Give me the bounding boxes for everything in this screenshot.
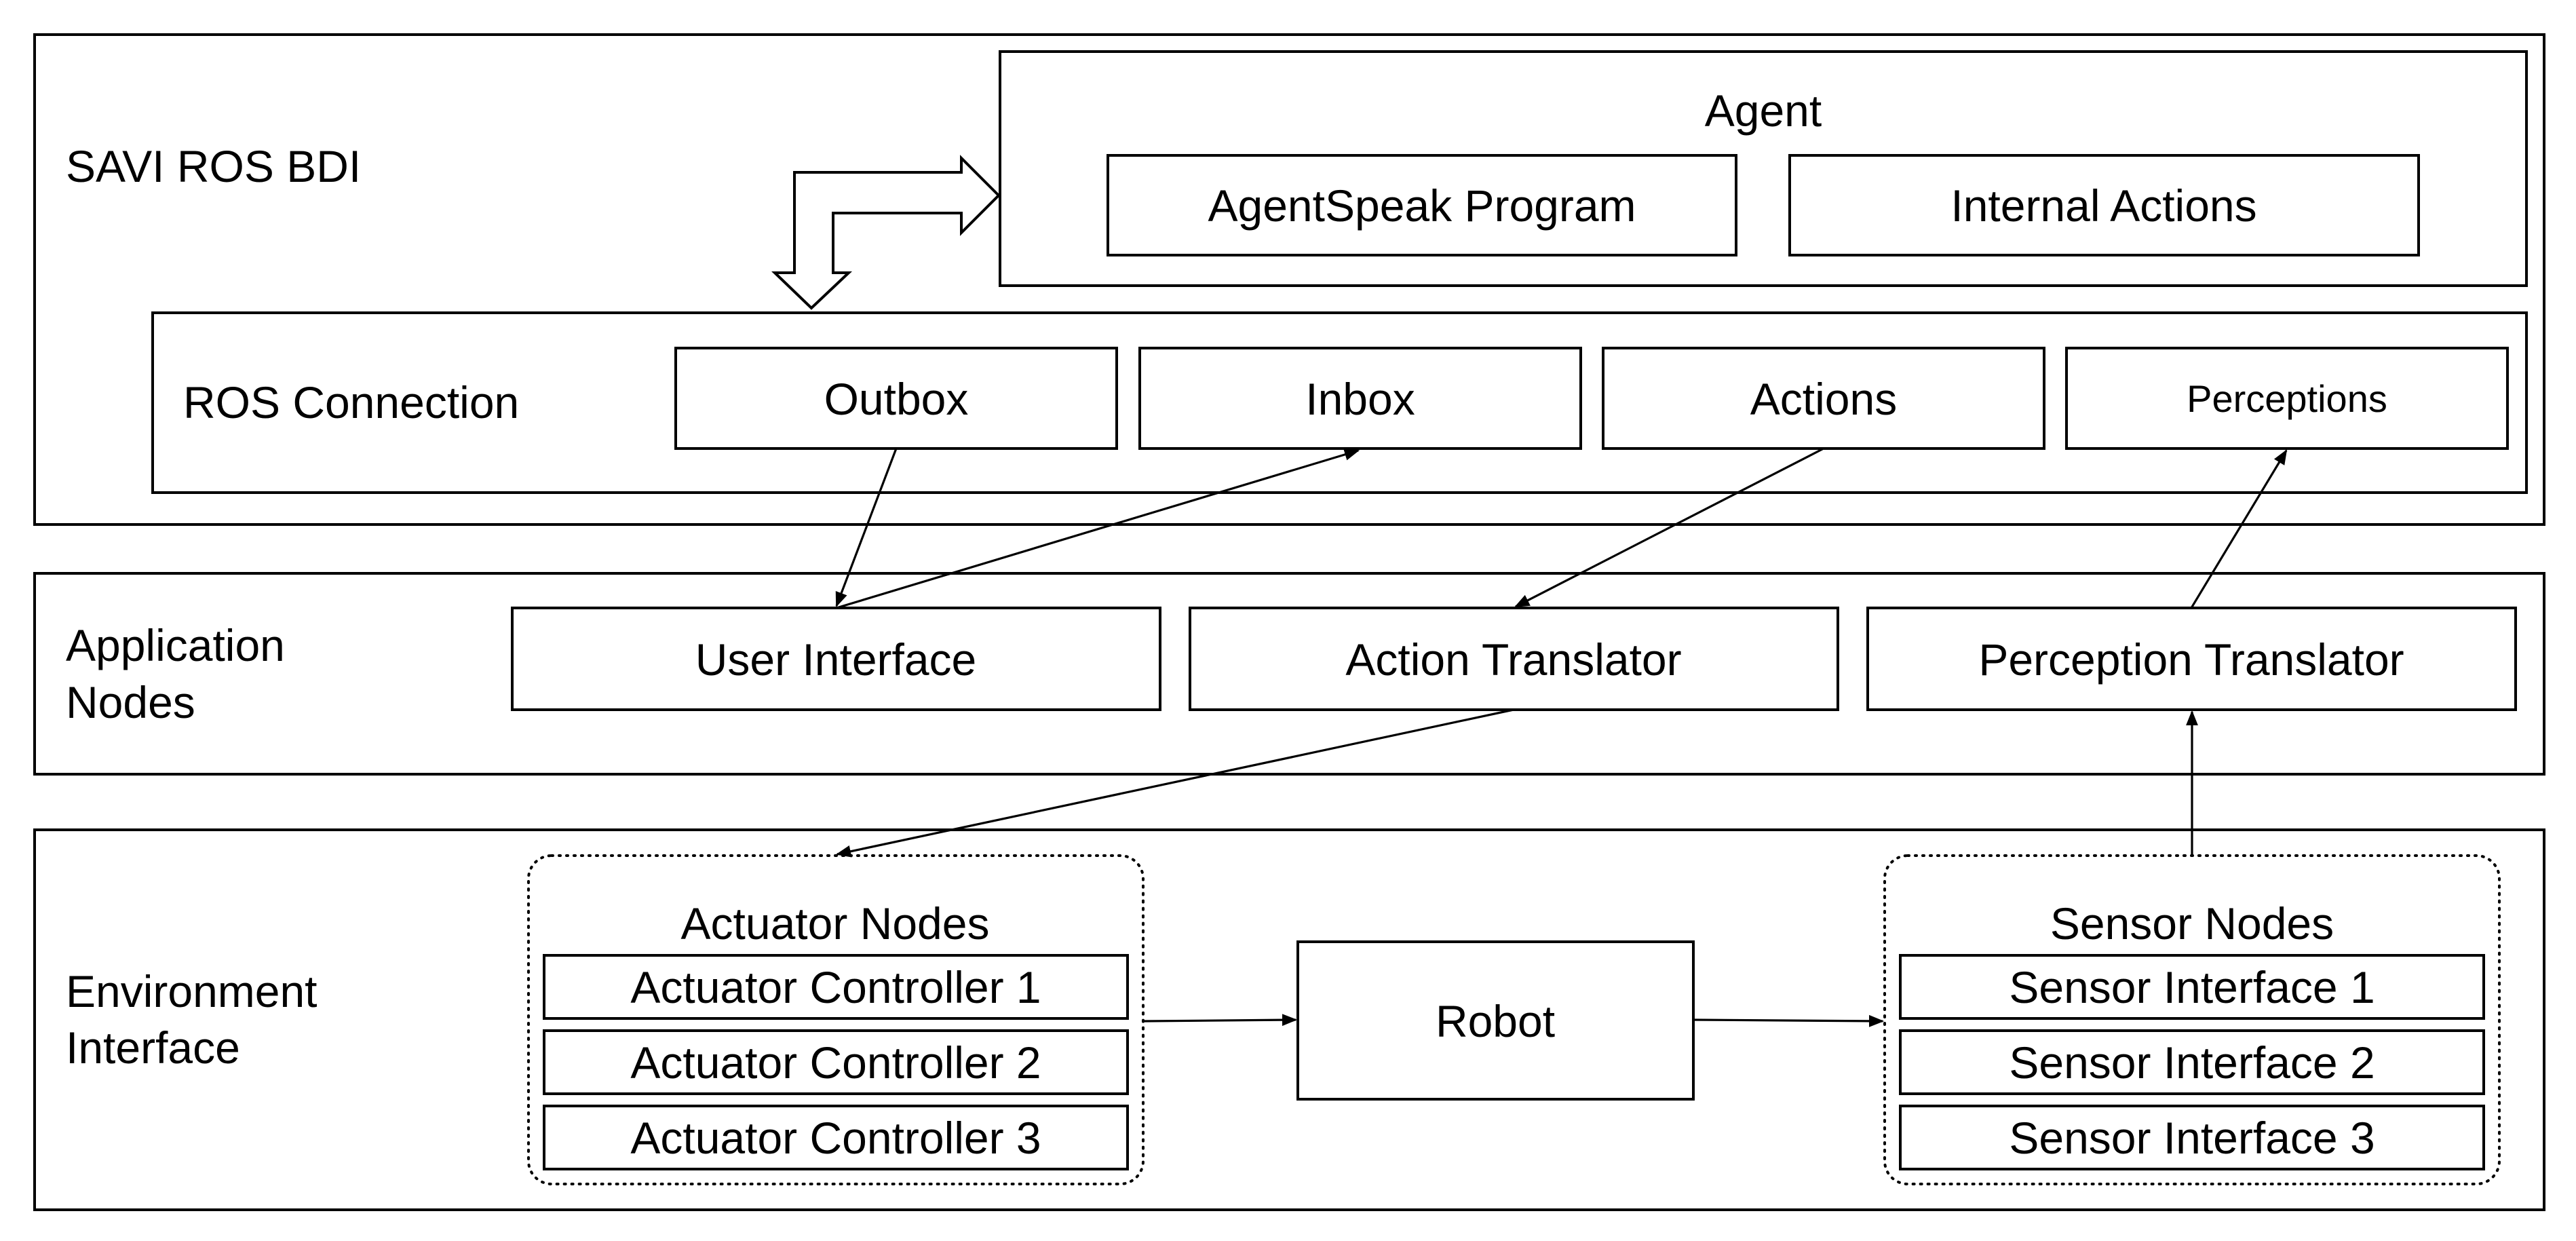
robot-box — [1296, 940, 1695, 1101]
action-translator-box — [1189, 607, 1839, 711]
outbox-label: Outbox — [824, 374, 969, 424]
actuator-controller-3-box — [543, 1105, 1129, 1170]
perceptions-label: Perceptions — [2187, 377, 2387, 420]
arrow-actions-to-action-translator — [1514, 447, 1824, 608]
ros-connection-label: ROS Connection — [183, 377, 519, 427]
perception-translator-box — [1866, 607, 2517, 711]
internal-actions-label: Internal Actions — [1950, 180, 2256, 231]
outbox-box — [674, 347, 1118, 450]
arrow-actuators-to-robot — [1142, 1014, 1298, 1027]
environment-layer-label-line2: Interface — [66, 1023, 240, 1073]
actuator-controller-3-label: Actuator Controller 3 — [630, 1113, 1041, 1163]
inbox-label: Inbox — [1305, 374, 1415, 424]
user-interface-box — [511, 607, 1161, 711]
user-interface-label: User Interface — [695, 634, 977, 685]
agent-title: Agent — [1705, 85, 1822, 136]
robot-label: Robot — [1436, 996, 1555, 1046]
internal-actions-box — [1788, 154, 2420, 256]
sensor-interface-1-label: Sensor Interface 1 — [2009, 962, 2375, 1012]
sensor-interface-2-label: Sensor Interface 2 — [2009, 1037, 2375, 1088]
agentspeak-program-box — [1107, 154, 1737, 256]
inbox-box — [1138, 347, 1582, 450]
arrow-perception-translator-to-perceptions — [2190, 449, 2288, 609]
actuator-controller-1-label: Actuator Controller 1 — [630, 962, 1041, 1012]
bdi-layer-label: SAVI ROS BDI — [66, 141, 361, 191]
agentspeak-program-label: AgentSpeak Program — [1208, 180, 1636, 231]
sensor-interface-3-box — [1899, 1105, 2485, 1170]
environment-layer-label-line1: Environment — [66, 966, 318, 1016]
perceptions-box — [2065, 347, 2509, 450]
actuator-nodes-title: Actuator Nodes — [681, 898, 990, 949]
actions-label: Actions — [1750, 374, 1897, 424]
application-layer-label-line2: Nodes — [66, 677, 195, 727]
sensor-interface-3-label: Sensor Interface 3 — [2009, 1113, 2375, 1163]
application-layer-label-line1: Application — [66, 620, 285, 670]
arrow-user-interface-to-inbox — [836, 448, 1360, 609]
perception-translator-label: Perception Translator — [1978, 634, 2404, 685]
actuator-controller-2-label: Actuator Controller 2 — [630, 1037, 1041, 1088]
sensor-nodes-title: Sensor Nodes — [2050, 898, 2334, 949]
actuator-controller-1-box — [543, 954, 1129, 1020]
arrow-action-translator-to-actuators — [835, 708, 1514, 858]
actuator-controller-2-box — [543, 1029, 1129, 1095]
sensor-interface-2-box — [1899, 1029, 2485, 1095]
agent-ros-exchange-arrow — [771, 155, 1001, 310]
action-translator-label: Action Translator — [1345, 634, 1681, 685]
sensor-interface-1-box — [1899, 954, 2485, 1020]
arrow-robot-to-sensors — [1693, 1014, 1885, 1027]
arrow-outbox-to-user-interface — [835, 448, 898, 608]
